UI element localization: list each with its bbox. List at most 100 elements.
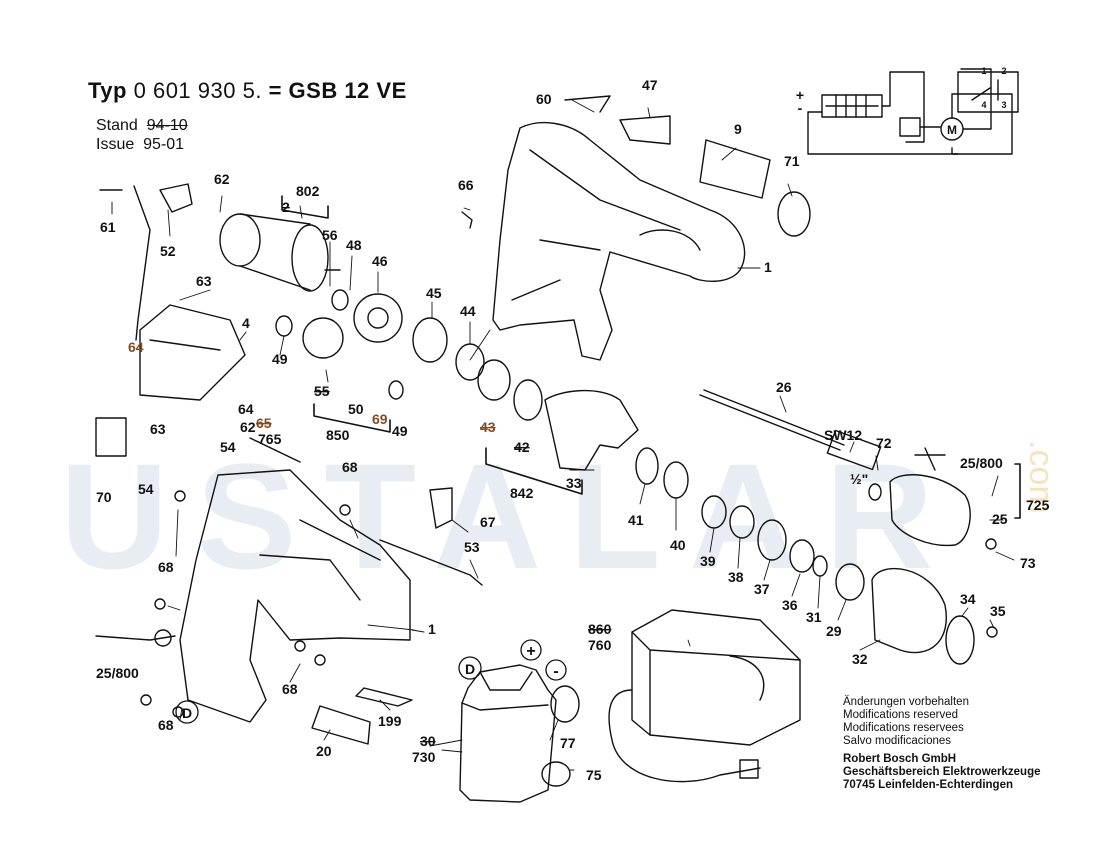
note-line: Änderungen vorbehalten xyxy=(843,696,969,708)
part-label: 25/800 xyxy=(96,665,139,681)
small-parts xyxy=(95,95,998,787)
part-label: 765 xyxy=(258,431,282,447)
part-label: 68 xyxy=(282,681,298,697)
part-label: 56 xyxy=(322,227,338,243)
part-label: 72 xyxy=(876,435,892,451)
part-label: 20 xyxy=(316,743,332,759)
part-label: 1 xyxy=(428,621,436,637)
part-label: 62 xyxy=(240,419,256,435)
part-label: 36 xyxy=(782,597,798,613)
part-label: 53 xyxy=(464,539,480,555)
part-label: 49 xyxy=(272,351,288,367)
part-label: 71 xyxy=(784,153,800,169)
region-marker-d: D xyxy=(465,661,475,677)
issue-label: Issue xyxy=(96,136,135,153)
company-line: 70745 Leinfelden-Echterdingen xyxy=(843,779,1013,791)
company-line: Geschäftsbereich Elektrowerkzeuge xyxy=(843,766,1041,778)
switch-contact-number: 1 xyxy=(981,66,986,76)
battery-minus-symbol: - xyxy=(553,663,558,680)
part-label: ½" xyxy=(850,471,868,487)
part-label: 64 xyxy=(238,401,254,417)
note-line: Salvo modificaciones xyxy=(843,735,952,747)
part-label: 60 xyxy=(536,91,552,107)
part-label: 68 xyxy=(158,559,174,575)
charger-unit xyxy=(608,609,801,783)
part-label: 39 xyxy=(700,553,716,569)
leader-lines xyxy=(111,99,1015,771)
wiring-schematic xyxy=(807,68,1019,155)
part-label: 40 xyxy=(670,537,686,553)
part-label: 725 xyxy=(1026,497,1050,513)
part-label: 62 xyxy=(214,171,230,187)
part-label: 30 xyxy=(420,733,436,749)
part-label: 65 xyxy=(256,415,272,431)
housing-shell-upper xyxy=(492,121,746,361)
group-brackets xyxy=(281,195,1021,519)
part-label: 850 xyxy=(326,427,350,443)
motor-assembly xyxy=(219,213,341,292)
part-label: 38 xyxy=(728,569,744,585)
part-label: 26 xyxy=(776,379,792,395)
part-label: 63 xyxy=(150,421,166,437)
part-label: 842 xyxy=(510,485,534,501)
part-label: 31 xyxy=(806,609,822,625)
note-line: Modifications reservees xyxy=(843,722,964,734)
part-label: 49 xyxy=(392,423,408,439)
battery-pack xyxy=(459,664,557,803)
typ-label: Typ xyxy=(88,78,127,103)
battery-terminal-symbols xyxy=(175,639,567,724)
part-label: 52 xyxy=(160,243,176,259)
part-labels: 6047971661628022615256484645446346449265… xyxy=(96,77,1050,783)
housing-shell-lower xyxy=(179,469,411,723)
spindle-chuck xyxy=(699,389,971,547)
switch-contact-number: 2 xyxy=(1001,66,1006,76)
part-label: 70 xyxy=(96,489,112,505)
stand-value: 94-10 xyxy=(146,117,188,134)
part-label: 50 xyxy=(348,401,364,417)
part-label: 34 xyxy=(960,591,976,607)
part-label: 46 xyxy=(372,253,388,269)
part-label: 47 xyxy=(642,77,658,93)
part-label: 37 xyxy=(754,581,770,597)
part-label: 760 xyxy=(588,637,612,653)
part-label: 63 xyxy=(196,273,212,289)
company-line: Robert Bosch GmbH xyxy=(843,753,957,765)
region-marker-d: D xyxy=(182,705,192,721)
part-label: 32 xyxy=(852,651,868,667)
part-label: 860 xyxy=(588,621,612,637)
switch-block xyxy=(957,71,1019,113)
part-label: 67 xyxy=(480,514,496,530)
notes-block: Änderungen vorbehalten Modifications res… xyxy=(843,696,1041,792)
part-label: 44 xyxy=(460,303,476,319)
part-label: 41 xyxy=(628,512,644,528)
part-label: 61 xyxy=(100,219,116,235)
part-label: 45 xyxy=(426,285,442,301)
part-label: 25 xyxy=(992,511,1008,527)
part-label: 199 xyxy=(378,713,402,729)
part-label: 29 xyxy=(826,623,842,639)
switch-contact-number: 3 xyxy=(1001,100,1006,110)
part-label: 75 xyxy=(586,767,602,783)
part-label: 68 xyxy=(158,717,174,733)
part-label: 25/800 xyxy=(960,455,1003,471)
typ-number: 0 601 930 5. xyxy=(133,78,262,103)
part-label: 43 xyxy=(480,419,496,435)
part-label: 77 xyxy=(560,735,576,751)
part-label: 68 xyxy=(342,459,358,475)
stand-label: Stand xyxy=(96,117,138,134)
part-label: 2 xyxy=(282,199,290,215)
plug xyxy=(739,759,759,779)
note-line: Modifications reserved xyxy=(843,709,959,721)
battery-plus-symbol: + xyxy=(526,643,535,660)
part-label: 66 xyxy=(458,177,474,193)
part-label: 730 xyxy=(412,749,436,765)
wiring-plus-symbol: + xyxy=(796,87,804,103)
part-label: 54 xyxy=(220,439,236,455)
part-label: 55 xyxy=(314,383,330,399)
revision-info: Stand 94-10 Issue 95-01 xyxy=(96,116,188,154)
gear-train xyxy=(302,293,689,499)
part-label: 1 xyxy=(764,259,772,275)
issue-value: 95-01 xyxy=(143,136,185,153)
